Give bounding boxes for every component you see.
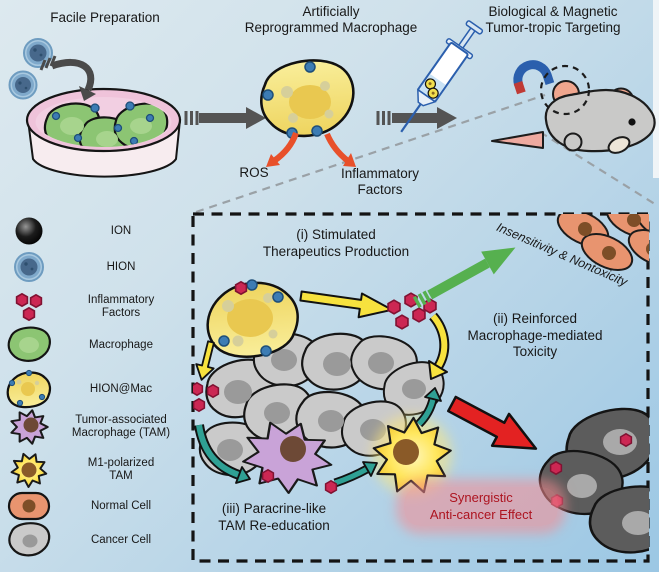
step1-title: Facile Preparation bbox=[50, 10, 160, 25]
legend-label: M1-polarized TAM bbox=[87, 457, 155, 482]
legend-label: HION@Mac bbox=[89, 382, 153, 395]
tam-cell bbox=[238, 413, 339, 501]
m1-tam-cell bbox=[369, 412, 458, 500]
step-ii-label: (ii) Reinforced Macrophage-mediated Toxi… bbox=[467, 311, 603, 359]
legend-label: Normal Cell bbox=[90, 499, 152, 512]
tam-icon bbox=[10, 409, 49, 445]
inflammatory-factors-icon bbox=[15, 292, 43, 322]
legend-label: Inflammatory Factors bbox=[87, 294, 155, 319]
step-iii-label: (iii) Paracrine-like TAM Re-education bbox=[218, 501, 330, 533]
ion-icon bbox=[15, 217, 43, 245]
legend-item-cancer-cell: Cancer Cell bbox=[2, 520, 186, 560]
stimulation-arrow bbox=[299, 290, 393, 319]
nanoparticles-in-dish bbox=[90, 101, 135, 113]
legend-item-inflammatory-factors: Inflammatory Factors bbox=[2, 287, 186, 327]
legend-item-m1-tam: M1-polarized TAM bbox=[2, 450, 186, 490]
petri-dish bbox=[25, 87, 182, 178]
legend-item-hion: HION bbox=[2, 247, 186, 287]
legend-label: ION bbox=[110, 224, 132, 237]
step2-title: Artificially Reprogrammed Macrophage bbox=[244, 4, 418, 35]
legend-label: Cancer Cell bbox=[90, 533, 152, 546]
polarization-arrow bbox=[333, 461, 378, 488]
legend-item-ion: ION bbox=[2, 211, 186, 251]
dying-cancer-cells bbox=[532, 400, 649, 557]
normal-cell-cluster bbox=[556, 214, 649, 271]
legend-label: HION bbox=[106, 260, 136, 273]
hion-mac-icon bbox=[4, 369, 53, 409]
inflammatory-factors-label: Inflammatory Factors bbox=[340, 166, 420, 197]
magnet-icon bbox=[513, 60, 555, 95]
cancer-cell-cluster bbox=[197, 328, 453, 479]
macrophage-icon bbox=[7, 326, 51, 362]
m1-tam-icon bbox=[8, 450, 51, 490]
legend-item-normal-cell: Normal Cell bbox=[2, 486, 186, 526]
mouse bbox=[491, 64, 656, 154]
tumor-site-dashed-circle bbox=[539, 64, 591, 116]
page-edge bbox=[653, 0, 659, 178]
nontoxicity-arrow bbox=[412, 247, 516, 309]
callout-dashed-lines bbox=[195, 93, 659, 214]
step3-title: Biological & Magnetic Tumor-tropic Targe… bbox=[485, 4, 621, 35]
normal-cell-icon bbox=[7, 491, 51, 521]
ros-label: ROS bbox=[239, 165, 269, 180]
secretion-arrow-left bbox=[195, 340, 215, 381]
macrophages-in-dish bbox=[41, 98, 170, 147]
legend-item-hion-mac: HION@Mac bbox=[2, 369, 186, 409]
m1-feedback-arrow bbox=[415, 387, 442, 428]
legend-item-tam: Tumor-associated Macrophage (TAM) bbox=[2, 407, 186, 447]
magnified-panel-content bbox=[193, 214, 649, 557]
anticancer-arrow bbox=[446, 395, 538, 450]
legend-label: Tumor-associated Macrophage (TAM) bbox=[71, 414, 171, 439]
add-to-dish-arrow bbox=[39, 55, 96, 101]
step-i-label: (i) Stimulated Therapeutics Production bbox=[262, 227, 410, 259]
cancer-cell-icon bbox=[8, 522, 51, 557]
process-arrow-2 bbox=[376, 107, 457, 129]
hion-particles bbox=[8, 38, 53, 100]
legend-item-macrophage: Macrophage bbox=[2, 325, 186, 365]
process-arrow-1 bbox=[184, 107, 266, 129]
syringe bbox=[400, 20, 484, 133]
hion-mac-cell-top bbox=[256, 55, 359, 141]
toxicity-arrow bbox=[428, 312, 450, 380]
mouse-tail bbox=[491, 131, 544, 149]
ros-release-arrow bbox=[266, 131, 299, 167]
legend-label: Macrophage bbox=[89, 338, 153, 351]
hion-icon bbox=[14, 252, 44, 282]
hion-mac-cell-panel bbox=[202, 278, 303, 362]
synergy-label: Synergistic Anti-cancer Effect bbox=[404, 487, 558, 526]
inflammatory-release-arrow bbox=[324, 132, 356, 167]
reeducation-arrow bbox=[194, 424, 251, 484]
